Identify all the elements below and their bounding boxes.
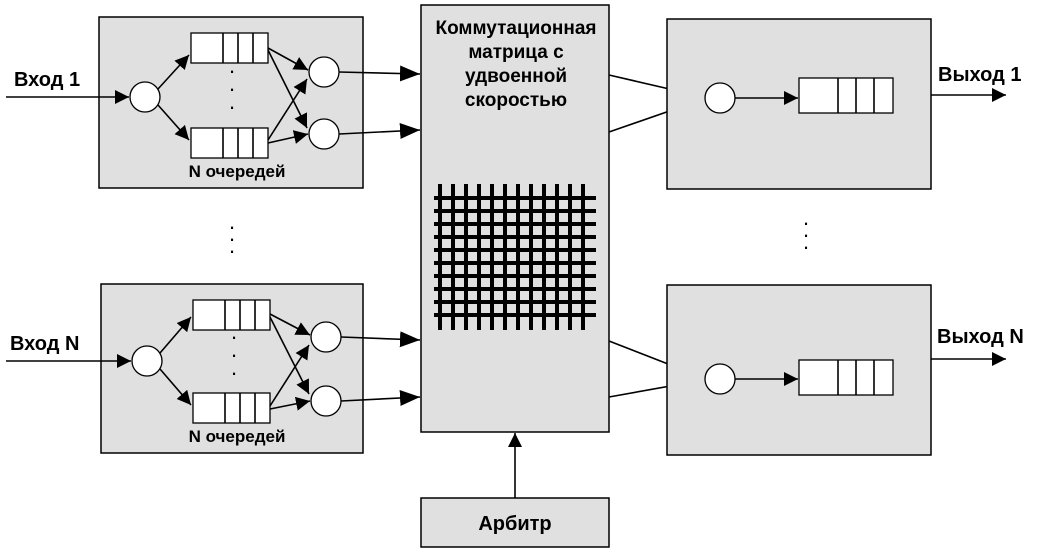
link-inn-switch-bottom xyxy=(340,390,421,407)
link-in1-switch-top xyxy=(338,65,421,82)
input-n-label: Вход N xyxy=(10,333,79,355)
output-n-node xyxy=(704,363,736,395)
input-n-queues-caption: N очередей xyxy=(189,427,286,446)
input-n-voq-bottom xyxy=(192,392,271,424)
output-1-label: Выход 1 xyxy=(938,64,1021,86)
link-inn-switch-top xyxy=(340,331,421,348)
input-n-queue-ellipsis-1: · xyxy=(230,324,237,349)
input-1-mux-node-bottom xyxy=(308,118,340,150)
input-1-queue-ellipsis-3: · xyxy=(228,94,235,119)
input-1-demux-node xyxy=(129,81,161,113)
input-modules-ellipsis: · · · xyxy=(228,214,235,263)
output-n-queue xyxy=(798,359,894,396)
output-1-queue xyxy=(798,77,894,114)
switch-title-line2: матрица с xyxy=(468,42,564,63)
input-1-label: Вход 1 xyxy=(14,69,80,91)
output-module-1 xyxy=(666,18,932,190)
switch-title-line3: удвоенной xyxy=(465,66,567,87)
arbiter: Арбитр xyxy=(420,433,610,548)
input-n-queue-ellipsis-2: · xyxy=(230,342,237,367)
svg-text:·: · xyxy=(228,238,235,263)
input-n-queue-ellipsis-3: · xyxy=(230,360,237,385)
input-n-demux-node xyxy=(131,345,163,377)
arbiter-label: Арбитр xyxy=(478,513,551,535)
output-module-n xyxy=(666,284,932,456)
svg-text:·: · xyxy=(802,222,809,247)
input-1-queue-ellipsis-1: · xyxy=(228,58,235,83)
input-1-queue-ellipsis-2: · xyxy=(228,76,235,101)
svg-text:·: · xyxy=(802,234,809,259)
output-modules-ellipsis: · · · xyxy=(802,210,809,259)
svg-text:·: · xyxy=(228,214,235,239)
input-1-queues-caption: N очередей xyxy=(189,162,286,181)
output-1-node xyxy=(704,82,736,114)
input-n-voq-top xyxy=(192,299,271,331)
output-n-label: Выход N xyxy=(937,326,1024,348)
input-1-voq-top xyxy=(190,32,269,64)
arbiter-box xyxy=(420,497,610,548)
input-n-mux-node-bottom xyxy=(310,385,342,417)
svg-text:·: · xyxy=(228,226,235,251)
input-1-mux-node-top xyxy=(308,56,340,88)
crossbar-grid-icon xyxy=(434,184,596,330)
switch-fabric: Коммутационная матрица с удвоенной скоро… xyxy=(420,4,610,433)
input-1-voq-bottom xyxy=(190,127,269,159)
link-in1-switch-bottom xyxy=(338,122,421,139)
input-module-1: · · · N очередей xyxy=(98,16,364,189)
input-n-mux-node-top xyxy=(310,321,342,353)
input-module-n: · · · N очередей xyxy=(100,283,364,454)
switch-title-line4: скоростью xyxy=(465,90,567,111)
svg-text:·: · xyxy=(802,210,809,235)
switch-title-line1: Коммутационная xyxy=(435,18,596,39)
